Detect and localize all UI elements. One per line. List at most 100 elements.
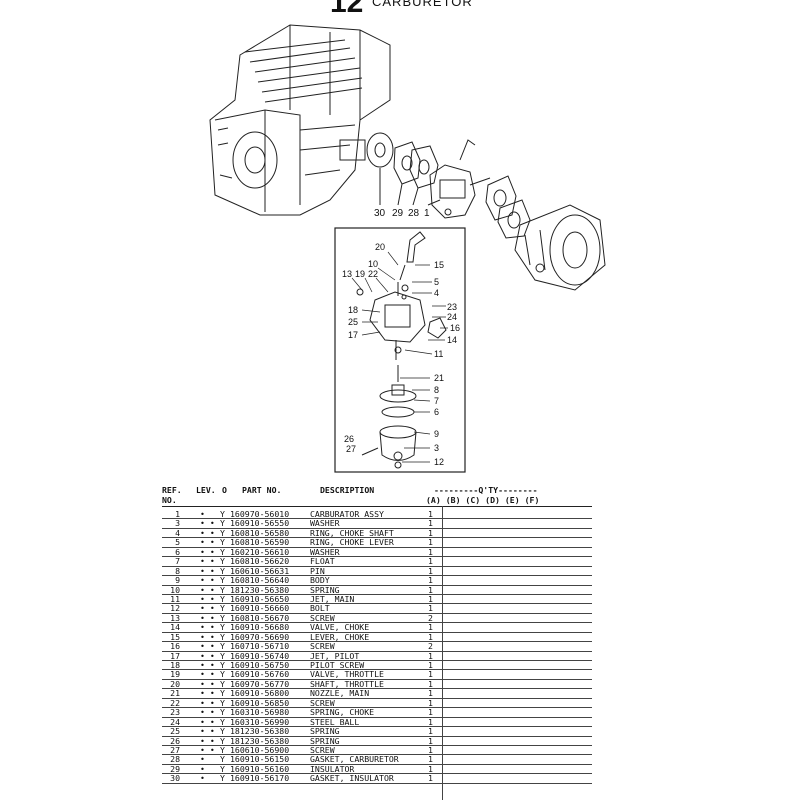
description-cell: FLOAT (310, 556, 335, 567)
ref-cell: 21 (170, 688, 180, 699)
description-cell: SPRING (310, 584, 340, 595)
callout-label: 25 (348, 317, 358, 327)
level-cell: • (200, 509, 205, 519)
qty-a-cell: 1 (428, 556, 433, 567)
part-number-cell: 181230-56380 (230, 735, 290, 746)
level-cell: • (200, 754, 205, 765)
part-number-cell: 160810-56620 (230, 556, 290, 567)
ref-cell: 19 (170, 669, 180, 680)
callout-label: 17 (348, 330, 358, 340)
level-cell: • • (200, 660, 215, 670)
callout-label: 21 (434, 373, 444, 383)
callout-label: 9 (434, 429, 439, 439)
description-cell: WASHER (310, 518, 340, 529)
gasket-stack (366, 132, 439, 189)
description-cell: LEVER, CHOKE (310, 631, 370, 642)
description-cell: SPRING, CHOKE (310, 707, 375, 718)
level-cell: • • (200, 584, 215, 595)
callout-label: 24 (447, 312, 457, 322)
table-subheader-row: NO. (A) (B) (C) (D) (E) (F) (162, 496, 592, 506)
callout-label: 4 (434, 288, 439, 298)
part-number-cell: 160910-56550 (230, 518, 290, 529)
ref-cell: 29 (170, 763, 180, 774)
callout-label: 23 (447, 302, 457, 312)
qty-a-cell: 1 (428, 773, 433, 784)
ref-cell: 8 (175, 565, 180, 576)
part-number-cell: 181230-56380 (230, 584, 290, 595)
o-cell: Y (220, 546, 225, 557)
qty-a-cell: 2 (428, 641, 433, 652)
level-cell: • • (200, 575, 215, 586)
part-number-cell: 160810-56670 (230, 612, 290, 623)
carburetor-assembled (429, 139, 491, 219)
o-cell: Y (220, 527, 225, 538)
level-cell: • • (200, 518, 215, 529)
part-number-cell: 160910-56850 (230, 697, 290, 708)
ref-cell: 18 (170, 660, 180, 670)
level-cell: • • (200, 726, 215, 737)
section-title: CARBURETOR (372, 0, 473, 9)
ref-cell: 30 (170, 773, 180, 784)
part-number-cell: 160210-56610 (230, 546, 290, 557)
o-cell: Y (220, 773, 225, 784)
qty-a-cell: 1 (428, 584, 433, 595)
callout-label: 19 (355, 269, 365, 279)
qty-a-cell: 1 (428, 518, 433, 529)
part-number-cell: 160970-56010 (230, 509, 290, 519)
part-number-cell: 160910-56800 (230, 688, 290, 699)
o-cell: Y (220, 518, 225, 529)
callout-label: 22 (368, 269, 378, 279)
o-cell: Y (220, 603, 225, 614)
callout-label: 8 (434, 385, 439, 395)
o-cell: Y (220, 669, 225, 680)
description-cell: INSULATOR (310, 763, 355, 774)
qty-a-cell: 1 (428, 565, 433, 576)
part-number-cell: 160610-56631 (230, 565, 290, 576)
ref-cell: 14 (170, 622, 180, 633)
o-cell: Y (220, 641, 225, 652)
air-cleaner-parts (485, 175, 606, 291)
level-cell: • (200, 763, 205, 774)
callout-label: 16 (450, 323, 460, 333)
qty-a-cell: 1 (428, 509, 433, 519)
qty-a-cell: 1 (428, 707, 433, 718)
qty-a-cell: 1 (428, 763, 433, 774)
o-cell: Y (220, 716, 225, 727)
callout-label: 27 (346, 444, 356, 454)
description-cell: PIN (310, 565, 325, 576)
qty-a-cell: 1 (428, 735, 433, 746)
part-number-cell: 160310-56980 (230, 707, 290, 718)
qty-a-cell: 1 (428, 726, 433, 737)
section-number: 12 (330, 0, 364, 19)
qty-a-cell: 1 (428, 754, 433, 765)
o-cell: Y (220, 660, 225, 670)
qty-a-cell: 1 (428, 603, 433, 614)
ref-cell: 9 (175, 575, 180, 586)
callout-label: 11 (434, 349, 443, 359)
level-cell: • • (200, 537, 215, 548)
qty-a-cell: 1 (428, 593, 433, 604)
level-cell: • • (200, 565, 215, 576)
description-cell: SPRING (310, 726, 340, 737)
qty-a-cell: 1 (428, 716, 433, 727)
description-cell: BODY (310, 575, 330, 586)
ref-cell: 12 (170, 603, 180, 614)
description-cell: SCREW (310, 697, 335, 708)
qty-a-cell: 1 (428, 697, 433, 708)
level-cell: • • (200, 707, 215, 718)
header-ref: REF. (162, 485, 182, 495)
description-cell: PILOT SCREW (310, 660, 365, 670)
